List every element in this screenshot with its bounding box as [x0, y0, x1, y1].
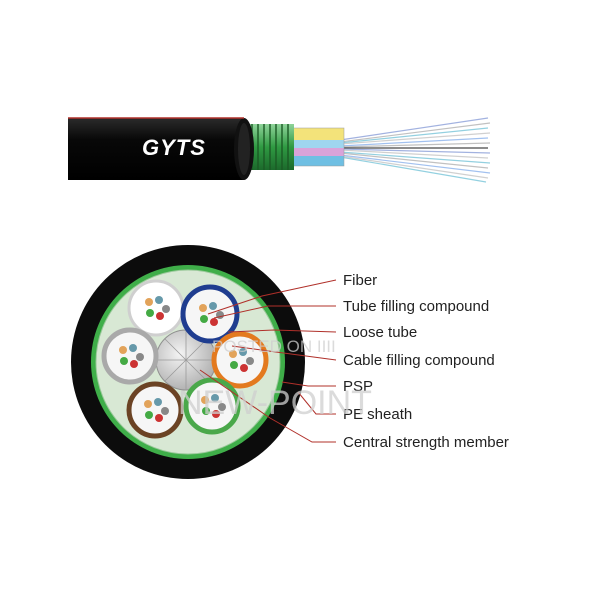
watermark: POSTED ON IIII NEW-POINT [178, 337, 372, 422]
label-central-strength-member: Central strength member [343, 434, 509, 451]
outer-jacket [68, 117, 254, 180]
component-labels: Fiber Tube filling compound Loose tube C… [343, 272, 509, 451]
cable-type-label: GYTS [142, 135, 206, 160]
cable-cross-section [71, 245, 305, 479]
label-cable-filling-compound: Cable filling compound [343, 352, 495, 369]
fiber-bundle [339, 117, 491, 183]
label-pe-sheath: PE sheath [343, 406, 412, 423]
loose-tube-orange [211, 331, 269, 389]
loose-tube-white [127, 279, 185, 337]
watermark-line1: POSTED ON IIII [212, 337, 336, 356]
leader-lines [199, 279, 337, 443]
label-tube-filling-compound: Tube filling compound [343, 298, 489, 315]
label-psp: PSP [343, 378, 373, 395]
armor-tape [246, 124, 294, 170]
loose-tube-bundle [291, 127, 345, 167]
loose-tube-green [183, 377, 241, 435]
loose-tube-brown [126, 381, 184, 439]
loose-tube-gray [101, 327, 159, 385]
cable-side-view: GYTS [68, 117, 491, 183]
loose-tube-blue [180, 284, 240, 344]
label-loose-tube: Loose tube [343, 324, 417, 341]
label-fiber: Fiber [343, 272, 377, 289]
watermark-line2: NEW-POINT [178, 384, 372, 422]
